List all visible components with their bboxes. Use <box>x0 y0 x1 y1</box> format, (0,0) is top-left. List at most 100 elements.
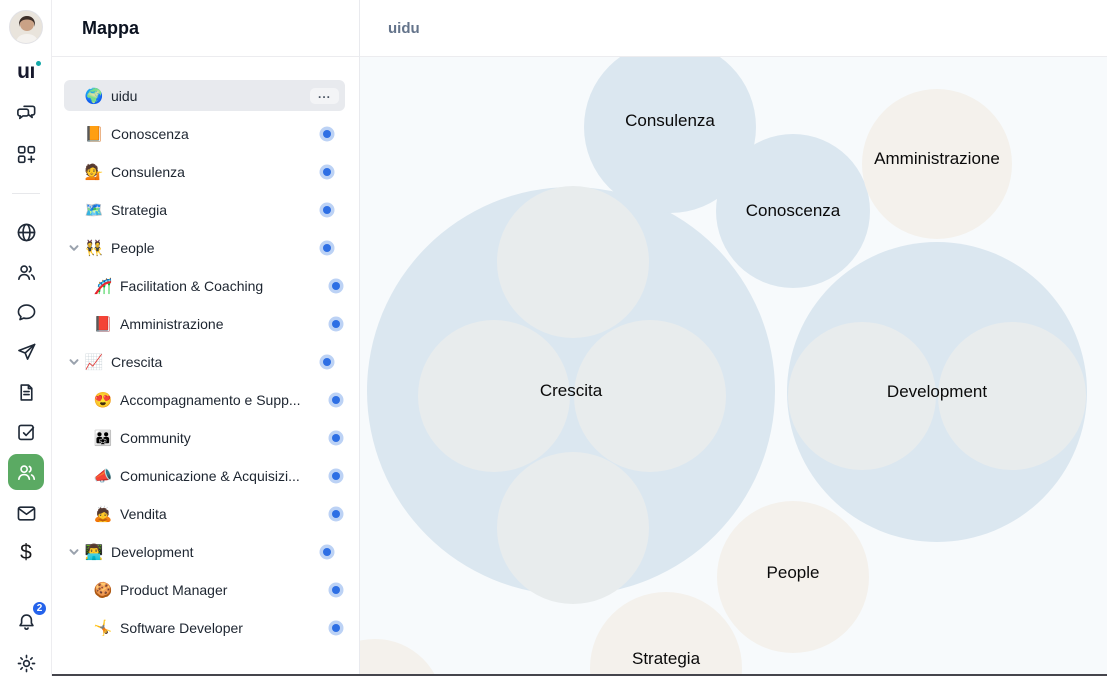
item-emoji-icon: 🙇 <box>93 505 113 523</box>
status-dot <box>332 585 340 594</box>
map-sub-bubble-crescita-3 <box>574 320 726 472</box>
avatar[interactable] <box>9 10 43 44</box>
item-emoji-icon: 🌍 <box>84 87 104 105</box>
mail-icon[interactable] <box>8 495 44 531</box>
apps-add-icon[interactable] <box>8 136 44 172</box>
status-dot <box>323 357 331 366</box>
chevron-down-icon[interactable] <box>66 357 82 367</box>
map-sub-bubble-development-2 <box>938 322 1086 470</box>
sidebar-header: Mappa <box>52 0 359 57</box>
status-dot <box>323 205 331 214</box>
item-emoji-icon: 📈 <box>84 353 104 371</box>
status-dot <box>332 281 340 290</box>
sidebar-item-uidu[interactable]: 🌍 uidu ... <box>64 80 345 111</box>
sidebar-list: 🌍 uidu ... 📙 Conoscenza 💁 Consulenza <box>52 57 359 643</box>
window-bottom-edge <box>52 674 1107 676</box>
task-check-icon[interactable] <box>8 414 44 450</box>
map-bubble-label-amministrazione: Amministrazione <box>874 149 1000 168</box>
chat-icon[interactable] <box>8 294 44 330</box>
map-bubble-label-strategia: Strategia <box>631 649 701 668</box>
sidebar-item-crescita[interactable]: 📈 Crescita <box>64 346 345 377</box>
sidebar-item-label: People <box>111 239 155 256</box>
item-emoji-icon: 🍪 <box>93 581 113 599</box>
gear-icon[interactable] <box>8 645 44 676</box>
sidebar-item-conoscenza[interactable]: 📙 Conoscenza <box>64 118 345 149</box>
item-emoji-icon: 🤸 <box>93 619 113 637</box>
chevron-down-icon[interactable] <box>66 243 82 253</box>
globe-icon[interactable] <box>8 214 44 250</box>
status-dot <box>332 471 340 480</box>
sidebar-item-product-manager[interactable]: 🍪 Product Manager <box>73 574 354 605</box>
sidebar-item-amministrazione[interactable]: 📕 Amministrazione <box>73 308 354 339</box>
status-dot <box>332 509 340 518</box>
item-emoji-icon: 📙 <box>84 125 104 143</box>
more-button[interactable]: ... <box>309 87 339 104</box>
breadcrumb: uidu <box>388 19 420 37</box>
main-header: uidu <box>360 0 1107 57</box>
status-dot <box>323 243 331 252</box>
map-bubble-label-people: People <box>766 563 820 582</box>
chevron-down-icon[interactable] <box>66 547 82 557</box>
chat-duo-icon[interactable] <box>8 95 44 131</box>
item-emoji-icon: 📕 <box>93 315 113 333</box>
map-sub-bubble-development-1 <box>788 322 936 470</box>
sidebar-item-label: Vendita <box>120 505 167 522</box>
sidebar-item-accompagnamento-e-supp[interactable]: 😍 Accompagnamento e Supp... <box>73 384 354 415</box>
item-emoji-icon: 👨‍💻 <box>84 543 104 561</box>
dollar-icon[interactable]: $ <box>8 535 44 571</box>
sidebar-item-community[interactable]: 👨‍👨‍👧 Community <box>73 422 354 453</box>
sidebar-item-label: Crescita <box>111 353 163 370</box>
map-bubble-amministrazione[interactable] <box>862 89 1012 239</box>
sidebar-item-label: Amministrazione <box>120 315 224 332</box>
app-logo[interactable]: uı <box>0 60 52 84</box>
sidebar: Mappa 🌍 uidu ... 📙 Conoscenza 💁 Consulen… <box>52 0 360 676</box>
dollar-glyph: $ <box>20 541 32 564</box>
status-dot <box>323 547 331 556</box>
map-bubble-label-crescita: Crescita <box>539 381 603 400</box>
status-dot <box>323 167 331 176</box>
sidebar-item-consulenza[interactable]: 💁 Consulenza <box>64 156 345 187</box>
map-bubble-label-consulenza: Consulenza <box>625 111 715 130</box>
users-active-icon[interactable] <box>8 454 44 490</box>
status-dot <box>332 395 340 404</box>
map-bubble-conoscenza[interactable] <box>716 134 870 288</box>
map-sub-bubble-crescita-2 <box>418 320 570 472</box>
map-bubble-people[interactable] <box>717 501 869 653</box>
item-emoji-icon: 💁 <box>84 163 104 181</box>
item-emoji-icon: 👨‍👨‍👧 <box>93 429 113 447</box>
send-icon[interactable] <box>8 334 44 370</box>
item-emoji-icon: 🎢 <box>93 277 113 295</box>
rail-divider <box>12 193 40 194</box>
bell-icon[interactable]: 2 <box>8 600 48 640</box>
map-sub-bubble-crescita-1 <box>497 186 649 338</box>
item-emoji-icon: 😍 <box>93 391 113 409</box>
status-dot <box>332 433 340 442</box>
status-dot <box>332 623 340 632</box>
users-icon[interactable] <box>8 254 44 290</box>
notification-badge: 2 <box>31 600 48 617</box>
sidebar-item-label: Development <box>111 543 194 560</box>
status-dot <box>332 319 340 328</box>
document-icon[interactable] <box>8 374 44 410</box>
map-bubble-unlabeled[interactable] <box>360 639 443 676</box>
sidebar-item-facilitation-coaching[interactable]: 🎢 Facilitation & Coaching <box>73 270 354 301</box>
sidebar-item-development[interactable]: 👨‍💻 Development <box>64 536 345 567</box>
sidebar-item-people[interactable]: 👯 People <box>64 232 345 263</box>
map-sub-bubble-crescita-4 <box>497 452 649 604</box>
sidebar-item-vendita[interactable]: 🙇 Vendita <box>73 498 354 529</box>
sidebar-item-label: Strategia <box>111 201 168 218</box>
sidebar-item-label: Product Manager <box>120 581 228 598</box>
item-emoji-icon: 👯 <box>84 239 104 257</box>
sidebar-item-label: Consulenza <box>111 163 185 180</box>
logo-teal-dot <box>35 61 41 66</box>
sidebar-item-label: uidu <box>111 87 138 104</box>
sidebar-item-strategia[interactable]: 🗺️ Strategia <box>64 194 345 225</box>
sidebar-item-label: Comunicazione & Acquisizi... <box>120 467 300 484</box>
page-title: Mappa <box>82 17 140 38</box>
sidebar-item-comunicazione-acquisizi[interactable]: 📣 Comunicazione & Acquisizi... <box>73 460 354 491</box>
sidebar-item-label: Community <box>120 429 191 446</box>
sidebar-item-software-developer[interactable]: 🤸 Software Developer <box>73 612 354 643</box>
